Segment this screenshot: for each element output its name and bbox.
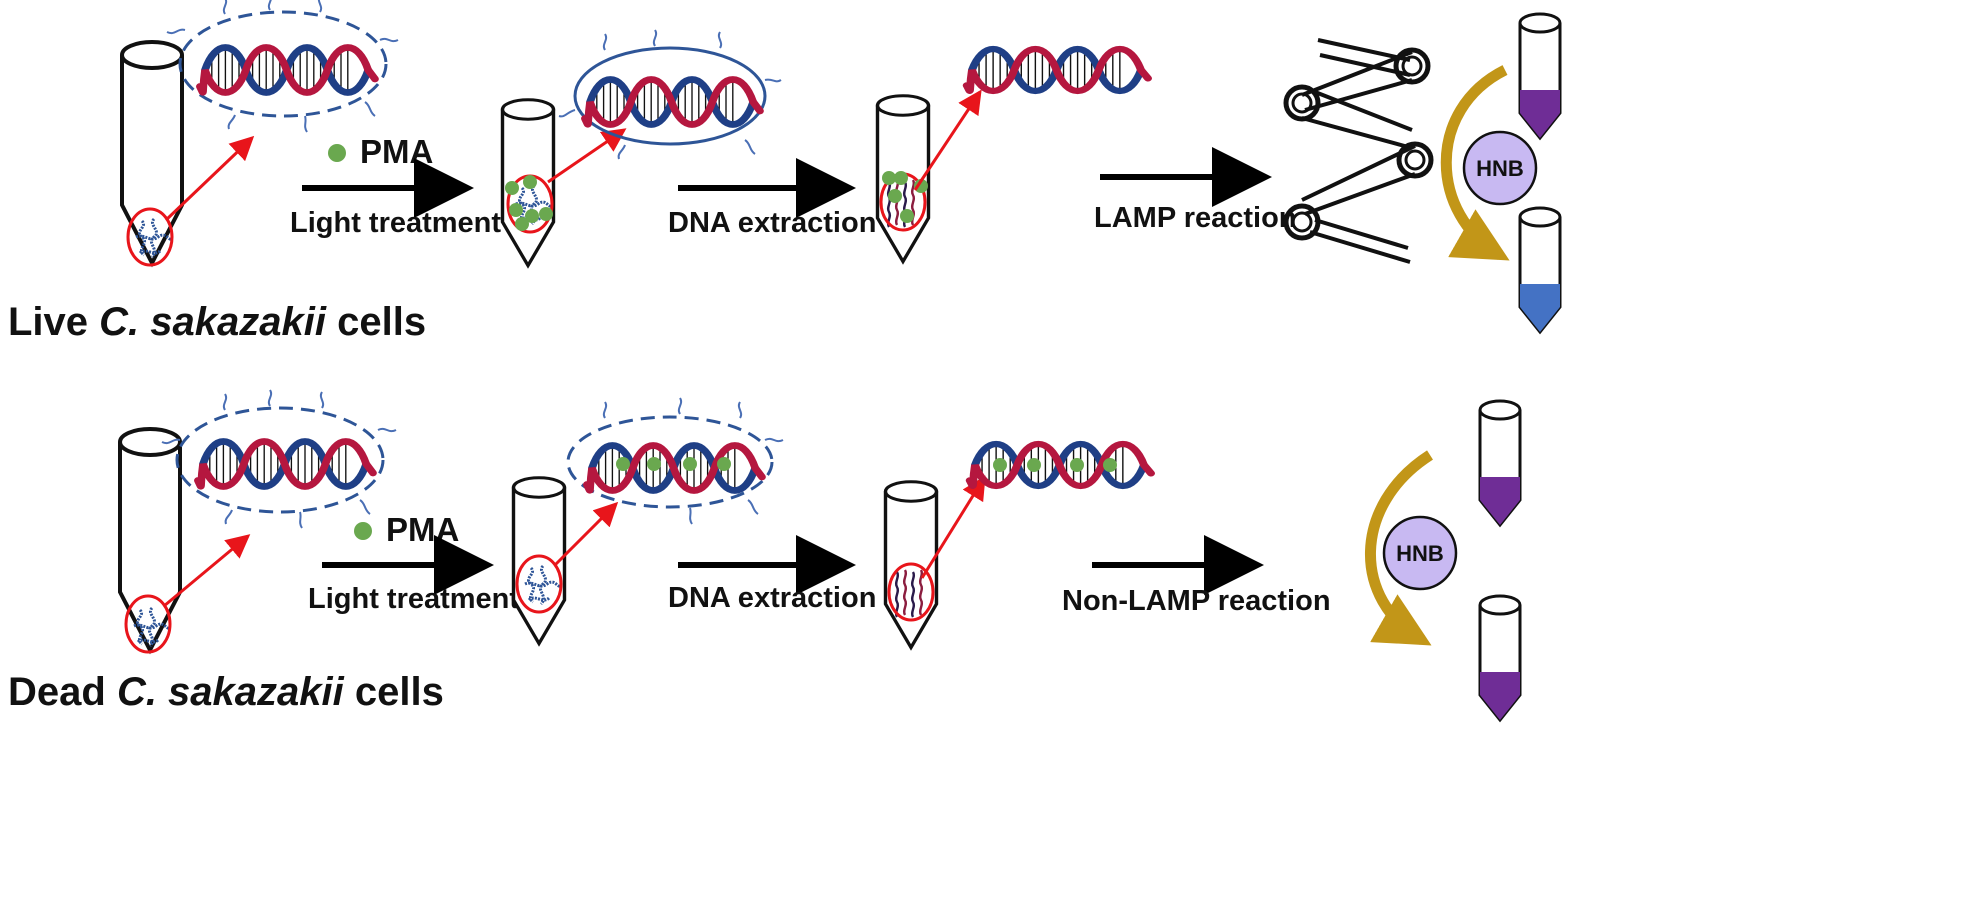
dead-tube-2 <box>511 476 567 646</box>
live-zoom-arrow-2 <box>547 128 627 184</box>
dead-step1-label: Light treatment <box>308 583 519 615</box>
live-zoom-arrow-1 <box>164 135 255 222</box>
dead-envelope-1 <box>161 389 397 529</box>
dead-envelope-2 <box>566 397 784 525</box>
dead-hnb-badge: HNB <box>1382 515 1458 591</box>
dead-zoom-arrow-2 <box>553 501 619 567</box>
dead-zoom-arrow-1 <box>163 534 251 608</box>
dead-row-title: Dead C. sakazakii cells <box>8 670 444 715</box>
live-row-title: Live C. sakazakii cells <box>8 300 426 345</box>
live-title-species: C. sakazakii <box>99 300 326 344</box>
live-step2-label: DNA extraction <box>668 207 876 239</box>
live-curved-arrow-icon <box>1440 65 1510 261</box>
live-tube-1 <box>120 40 184 267</box>
live-hnb-label: HNB <box>1476 156 1524 181</box>
live-row: PMA Light treatment DNA extraction <box>120 0 1562 334</box>
dead-row: PMA Light treatment DNA extraction <box>118 389 1522 722</box>
live-extracted-dna <box>967 49 1148 91</box>
dead-result-tube-bottom <box>1478 594 1522 722</box>
dead-tube-3 <box>883 480 939 650</box>
live-reagent-label: PMA <box>360 133 433 170</box>
dead-title-prefix: Dead <box>8 670 106 714</box>
dead-title-suffix: cells <box>354 670 444 714</box>
dead-extracted-dna <box>970 444 1151 486</box>
dead-hnb-label: HNB <box>1396 541 1444 566</box>
live-envelope-1 <box>166 0 399 133</box>
dead-tube-1 <box>118 427 182 654</box>
dead-title-species: C. sakazakii <box>116 670 344 714</box>
live-zoom-arrow-3 <box>913 89 982 191</box>
live-result-tube-blue <box>1518 206 1562 334</box>
dead-reagent-label: PMA <box>386 511 459 548</box>
live-title-suffix: cells <box>337 300 427 344</box>
dead-step3-label: Non-LAMP reaction <box>1062 585 1331 617</box>
dead-zoom-arrow-3 <box>920 475 986 579</box>
live-hnb-badge: HNB <box>1462 130 1538 206</box>
pma-dot-icon <box>328 144 346 162</box>
lamp-amplicon-structure <box>1283 38 1434 264</box>
live-title-prefix: Live <box>8 300 89 344</box>
dead-step2-label: DNA extraction <box>668 582 876 614</box>
pma-dot-icon <box>354 522 372 540</box>
live-step1-label: Light treatment <box>290 207 501 239</box>
dead-result-tube-top <box>1478 399 1522 527</box>
live-envelope-2 <box>558 29 782 160</box>
live-tube-3 <box>875 94 931 264</box>
live-step3-label: LAMP reaction <box>1094 202 1297 234</box>
live-tube-2 <box>500 98 556 268</box>
live-result-tube-purple <box>1518 12 1562 140</box>
dead-curved-arrow-icon <box>1365 450 1433 646</box>
